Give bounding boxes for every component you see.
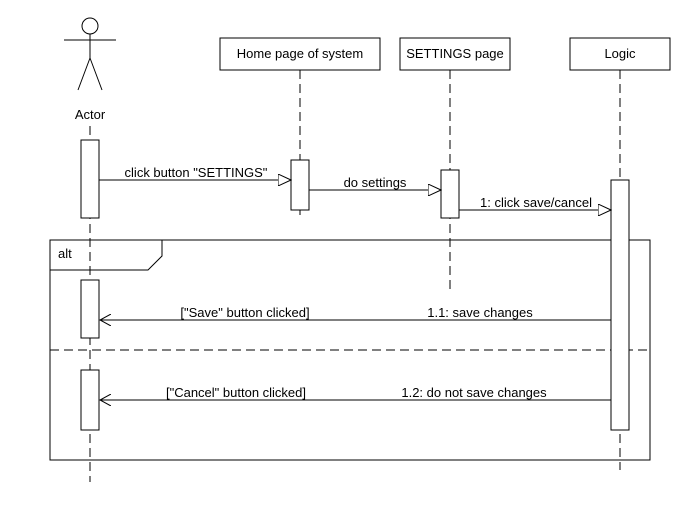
guard-cancel-clicked: ["Cancel" button clicked]	[166, 385, 306, 400]
activation-actor-3	[80, 369, 100, 431]
lifelines	[89, 70, 621, 482]
participant-home: Home page of system	[219, 37, 381, 71]
actor-figure	[64, 17, 116, 91]
message-not-save-changes-label: 1.2: do not save changes	[401, 385, 547, 400]
actor-label: Actor	[75, 107, 106, 122]
participant-settings: SETTINGS page	[399, 37, 511, 71]
activation-settings	[440, 169, 460, 219]
participant-logic: Logic	[569, 37, 671, 71]
guard-save-clicked: ["Save" button clicked]	[180, 305, 309, 320]
participant-settings-label: SETTINGS page	[406, 46, 504, 61]
activation-actor-1	[80, 139, 100, 219]
activation-logic	[610, 179, 630, 431]
message-click-save-cancel: 1: click save/cancel	[459, 195, 611, 210]
alt-operator: alt	[58, 246, 72, 261]
message-save-changes-label: 1.1: save changes	[427, 305, 533, 320]
participant-home-label: Home page of system	[237, 46, 363, 61]
activations	[80, 139, 630, 431]
alt-fragment: alt	[49, 239, 651, 461]
activation-actor-2	[80, 279, 100, 339]
message-do-settings-label: do settings	[344, 175, 407, 190]
message-click-settings-label: click button "SETTINGS"	[125, 165, 268, 180]
activation-home	[290, 159, 310, 211]
participant-logic-label: Logic	[604, 46, 636, 61]
message-save-changes: 1.1: save changes ["Save" button clicked…	[100, 305, 611, 320]
message-not-save-changes: 1.2: do not save changes ["Cancel" butto…	[100, 385, 611, 400]
message-click-save-cancel-label: 1: click save/cancel	[480, 195, 592, 210]
message-do-settings: do settings	[309, 175, 441, 190]
message-click-settings: click button "SETTINGS"	[99, 165, 291, 180]
